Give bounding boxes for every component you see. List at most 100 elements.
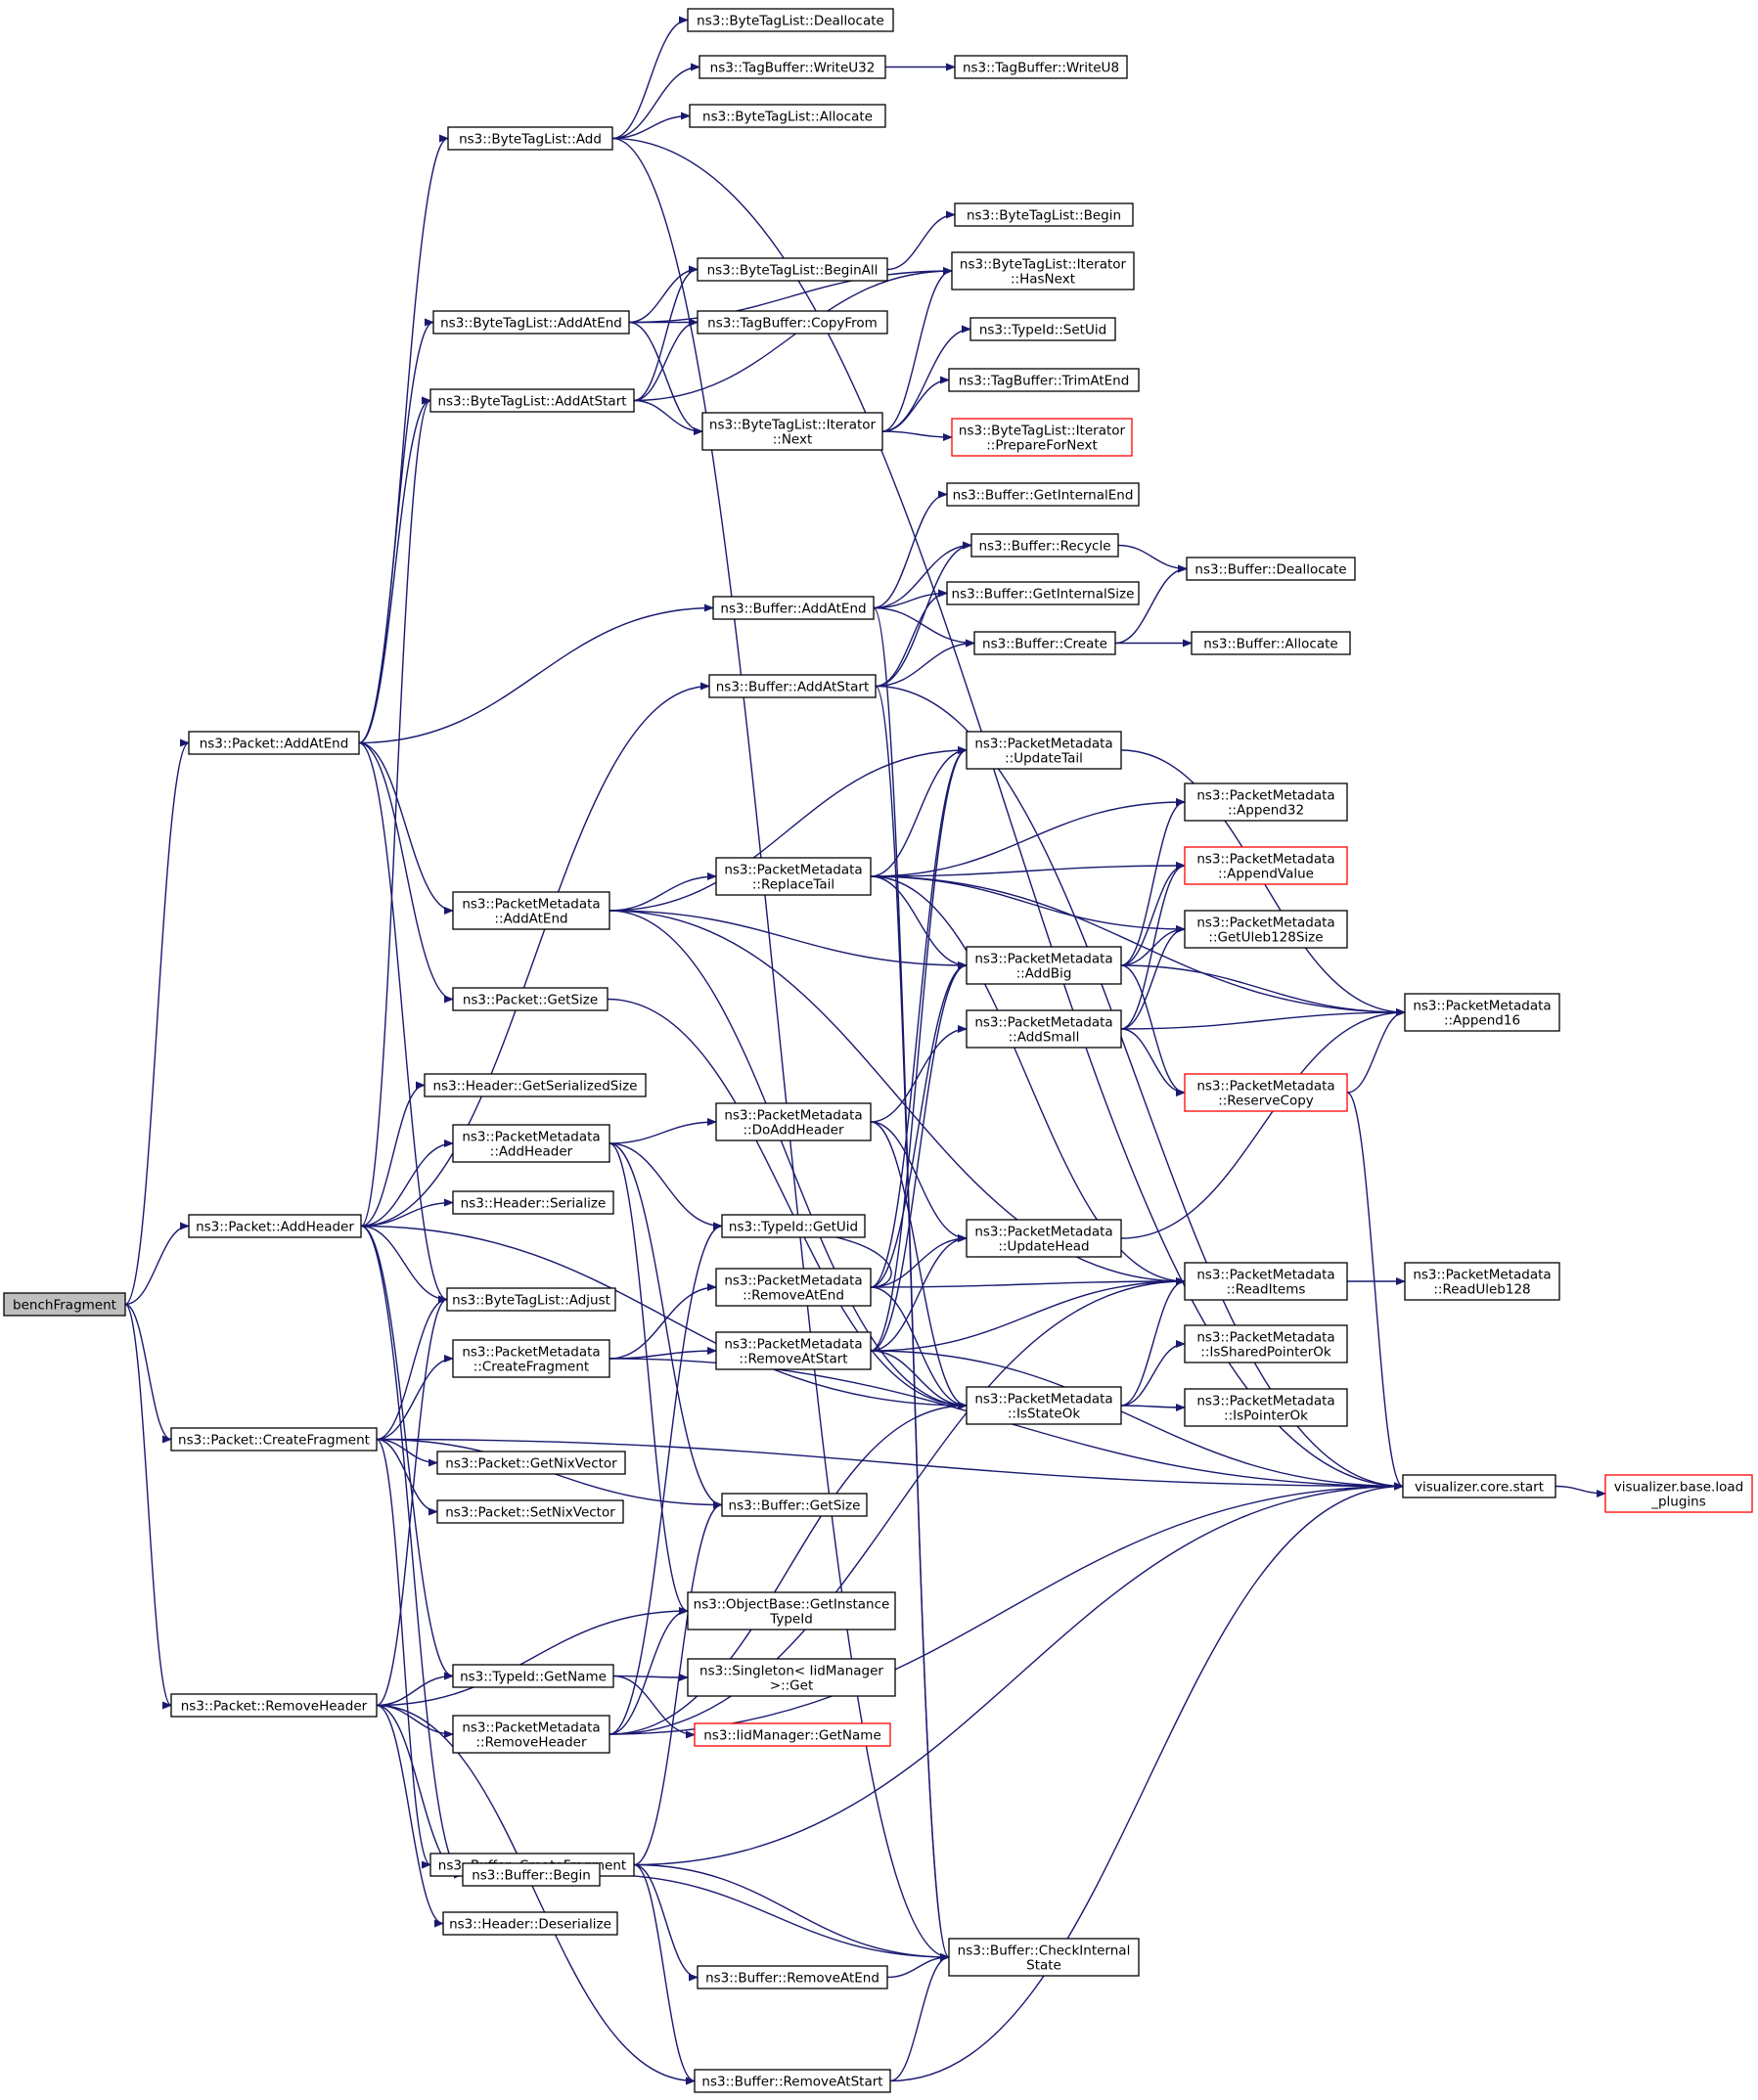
node-Buffer_Create[interactable]: ns3::Buffer::Create: [973, 631, 1116, 655]
node-PM_UpdateTail[interactable]: ns3::PacketMetadata::UpdateTail: [966, 731, 1122, 770]
node-BTL_AddAtStart[interactable]: ns3::ByteTagList::AddAtStart: [429, 388, 635, 413]
node-Buffer_Allocate[interactable]: ns3::Buffer::Allocate: [1191, 631, 1351, 655]
node-label: ns3::Buffer::AddAtStart: [716, 680, 870, 695]
node-box: [697, 257, 888, 282]
node-Packet_GetSize[interactable]: ns3::Packet::GetSize: [452, 987, 609, 1011]
node-Packet_CreateFragment[interactable]: ns3::Packet::CreateFragment: [170, 1427, 378, 1452]
node-BTL_Deallocate[interactable]: ns3::ByteTagList::Deallocate: [687, 8, 894, 32]
node-Buffer_AddAtStart[interactable]: ns3::Buffer::AddAtStart: [708, 674, 877, 698]
node-label: ns3::PacketMetadata: [724, 1273, 862, 1289]
node-PM_DoAddHeader[interactable]: ns3::PacketMetadata::DoAddHeader: [715, 1102, 872, 1141]
node-PM_IsStateOk[interactable]: ns3::PacketMetadata::IsStateOk: [966, 1386, 1122, 1425]
node-IidManager_GetName[interactable]: ns3::IidManager::GetName: [694, 1722, 891, 1747]
node-PM_RemoveHeader[interactable]: ns3::PacketMetadata::RemoveHeader: [452, 1715, 610, 1754]
edge-PM_RemoveAtStart-to-PM_ReadItems: [870, 1277, 1186, 1352]
node-viz_core_start[interactable]: visualizer.core.start: [1402, 1474, 1556, 1498]
edge-benchFragment-to-Packet_CreateFragment: [124, 1303, 172, 1444]
node-label: ns3::PacketMetadata: [1413, 999, 1551, 1014]
node-TypeId_GetUid[interactable]: ns3::TypeId::GetUid: [721, 1214, 866, 1238]
edge-PM_RemoveAtStart-to-PM_UpdateHead: [870, 1234, 968, 1352]
edge-TypeId_GetName-to-IidManager_GetName: [612, 1675, 696, 1739]
node-Buffer_RemoveAtStart[interactable]: ns3::Buffer::RemoveAtStart: [694, 2069, 891, 2093]
node-TB_TrimAtEnd[interactable]: ns3::TagBuffer::TrimAtEnd: [948, 368, 1140, 392]
node-viz_base_load_plugins[interactable]: visualizer.base.load_plugins: [1604, 1474, 1753, 1513]
node-Buffer_Begin[interactable]: ns3::Buffer::Begin: [462, 1862, 601, 1887]
node-BTL_Adjust[interactable]: ns3::ByteTagList::Adjust: [446, 1287, 616, 1312]
node-Packet_AddAtEnd[interactable]: ns3::Packet::AddAtEnd: [188, 731, 360, 755]
node-BTLI_Next[interactable]: ns3::ByteTagList::Iterator::Next: [701, 412, 883, 451]
node-Packet_SetNixVector[interactable]: ns3::Packet::SetNixVector: [436, 1499, 624, 1524]
node-Buffer_GetSize[interactable]: ns3::Buffer::GetSize: [721, 1493, 868, 1517]
node-PM_AddAtEnd[interactable]: ns3::PacketMetadata::AddAtEnd: [452, 891, 610, 930]
node-Buffer_AddAtEnd[interactable]: ns3::Buffer::AddAtEnd: [712, 596, 875, 620]
node-box: [1191, 631, 1351, 655]
node-PM_ReplaceTail[interactable]: ns3::PacketMetadata::ReplaceTail: [715, 857, 872, 896]
node-BTL_Add[interactable]: ns3::ByteTagList::Add: [447, 126, 613, 151]
edge-PM_RemoveAtStart-to-viz_core_start: [870, 1350, 1404, 1491]
node-PM_ReadItems[interactable]: ns3::PacketMetadata::ReadItems: [1184, 1262, 1348, 1301]
node-BTLI_HasNext[interactable]: ns3::ByteTagList::Iterator::HasNext: [951, 251, 1135, 290]
edge-Packet_AddAtEnd-to-Buffer_AddAtEnd: [358, 603, 714, 744]
node-PM_AddBig[interactable]: ns3::PacketMetadata::AddBig: [966, 946, 1122, 985]
node-Packet_GetNixVector[interactable]: ns3::Packet::GetNixVector: [436, 1451, 626, 1475]
node-Buffer_GetInternalSize[interactable]: ns3::Buffer::GetInternalSize: [946, 581, 1140, 605]
edge-benchFragment-to-Packet_AddHeader: [124, 1222, 190, 1306]
node-TB_CopyFrom[interactable]: ns3::TagBuffer::CopyFrom: [697, 310, 888, 335]
node-Header_GetSerializedSize[interactable]: ns3::Header::GetSerializedSize: [424, 1073, 647, 1097]
node-Packet_AddHeader[interactable]: ns3::Packet::AddHeader: [188, 1214, 362, 1238]
node-BTL_Begin[interactable]: ns3::ByteTagList::Begin: [954, 202, 1134, 227]
node-Buffer_Recycle[interactable]: ns3::Buffer::Recycle: [970, 533, 1119, 558]
node-PM_AddHeader[interactable]: ns3::PacketMetadata::AddHeader: [452, 1124, 610, 1163]
node-TB_WriteU8[interactable]: ns3::TagBuffer::WriteU8: [954, 55, 1128, 79]
node-label: ns3::Buffer::RemoveAtStart: [701, 2075, 882, 2090]
node-TB_WriteU32[interactable]: ns3::TagBuffer::WriteU32: [699, 55, 886, 79]
node-PM_AddSmall[interactable]: ns3::PacketMetadata::AddSmall: [966, 1009, 1122, 1049]
node-TypeId_GetName[interactable]: ns3::TypeId::GetName: [452, 1664, 614, 1688]
edge-Packet_AddAtEnd-to-BTL_AddAtEnd: [358, 318, 434, 744]
node-BTL_BeginAll[interactable]: ns3::ByteTagList::BeginAll: [697, 257, 888, 282]
node-benchFragment[interactable]: benchFragment: [3, 1292, 126, 1317]
node-PM_IsPointerOk[interactable]: ns3::PacketMetadata::IsPointerOk: [1184, 1388, 1348, 1427]
node-label: ::ReadUleb128: [1433, 1282, 1530, 1298]
node-PM_ReserveCopy[interactable]: ns3::PacketMetadata::ReserveCopy: [1184, 1073, 1348, 1112]
edge-PM_AddAtEnd-to-PM_AddBig: [609, 910, 968, 969]
node-PM_ReadUleb128[interactable]: ns3::PacketMetadata::ReadUleb128: [1404, 1262, 1560, 1301]
node-TypeId_SetUid[interactable]: ns3::TypeId::SetUid: [969, 317, 1116, 341]
node-Buffer_RemoveAtEnd[interactable]: ns3::Buffer::RemoveAtEnd: [697, 1965, 888, 1989]
node-label: ns3::Buffer::AddAtEnd: [720, 602, 866, 617]
node-box: [946, 581, 1140, 605]
node-Singleton_Get[interactable]: ns3::Singleton< IidManager>::Get: [687, 1658, 896, 1697]
node-label: >::Get: [770, 1678, 813, 1694]
node-box: [969, 317, 1116, 341]
node-PM_RemoveAtStart[interactable]: ns3::PacketMetadata::RemoveAtStart: [715, 1331, 872, 1370]
node-label: ns3::PacketMetadata: [1196, 1079, 1334, 1095]
node-PM_UpdateHead[interactable]: ns3::PacketMetadata::UpdateHead: [966, 1219, 1122, 1258]
node-PM_IsSharedPointerOk[interactable]: ns3::PacketMetadata::IsSharedPointerOk: [1184, 1324, 1348, 1363]
node-box: [447, 126, 613, 151]
node-PM_RemoveAtEnd[interactable]: ns3::PacketMetadata::RemoveAtEnd: [715, 1268, 872, 1307]
node-BTLI_PrepareForNext[interactable]: ns3::ByteTagList::Iterator::PrepareForNe…: [951, 418, 1133, 457]
node-BTL_AddAtEnd[interactable]: ns3::ByteTagList::AddAtEnd: [432, 310, 630, 335]
node-box: [1404, 993, 1560, 1032]
node-PM_CreateFragment[interactable]: ns3::PacketMetadata::CreateFragment: [452, 1339, 610, 1378]
node-box: [1184, 1324, 1348, 1363]
node-label: ns3::PacketMetadata: [974, 737, 1112, 752]
node-Buffer_Deallocate[interactable]: ns3::Buffer::Deallocate: [1186, 557, 1356, 581]
node-PM_GetUleb128Size[interactable]: ns3::PacketMetadata::GetUleb128Size: [1184, 910, 1348, 949]
node-PM_AppendValue[interactable]: ns3::PacketMetadata::AppendValue: [1184, 846, 1348, 885]
node-box: [170, 1427, 378, 1452]
node-BTL_Allocate[interactable]: ns3::ByteTagList::Allocate: [689, 104, 886, 128]
edge-Buffer_AddAtStart-to-Buffer_CheckInternalState: [875, 685, 950, 1961]
node-box: [701, 412, 883, 451]
node-Header_Deserialize[interactable]: ns3::Header::Deserialize: [442, 1911, 618, 1936]
node-PM_Append32[interactable]: ns3::PacketMetadata::Append32: [1184, 782, 1348, 822]
node-Header_Serialize[interactable]: ns3::Header::Serialize: [452, 1190, 614, 1215]
node-Buffer_GetInternalEnd[interactable]: ns3::Buffer::GetInternalEnd: [946, 482, 1140, 507]
edge-Buffer_RemoveAtStart-to-viz_core_start: [889, 1482, 1404, 2082]
node-PM_Append16[interactable]: ns3::PacketMetadata::Append16: [1404, 993, 1560, 1032]
node-label: ns3::Header::GetSerializedSize: [433, 1079, 638, 1095]
node-Packet_RemoveHeader[interactable]: ns3::Packet::RemoveHeader: [170, 1693, 378, 1718]
edge-Buffer_AddAtStart-to-Buffer_Recycle: [875, 541, 972, 688]
